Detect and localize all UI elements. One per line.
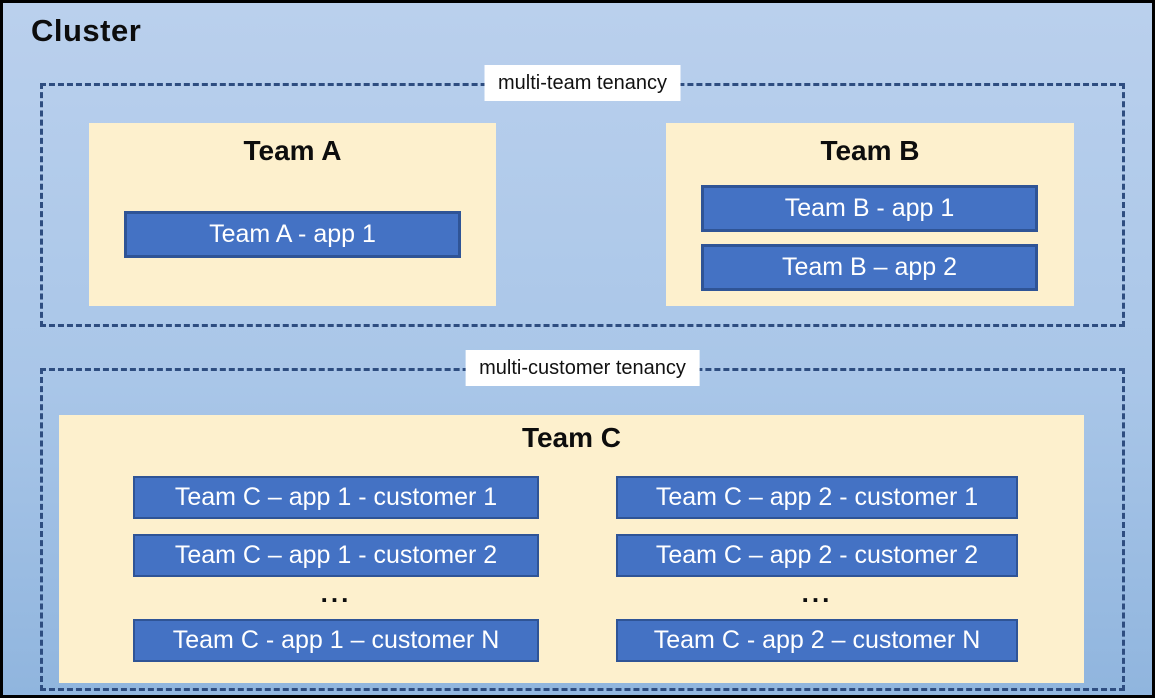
team-c-app-1-column: Team C – app 1 - customer 1 Team C – app… — [133, 476, 539, 663]
team-b-title: Team B — [820, 135, 920, 166]
team-c-app-2-customer-2-node: Team C – app 2 - customer 2 — [616, 534, 1018, 577]
team-c-app-2-customer-n-node: Team C - app 2 – customer N — [616, 619, 1018, 662]
team-c-app-1-customer-1-node: Team C – app 1 - customer 1 — [133, 476, 539, 519]
team-a-app-1-node: Team A - app 1 — [124, 211, 461, 258]
team-c-app-2-customer-1-node: Team C – app 2 - customer 1 — [616, 476, 1018, 519]
multi-customer-tenancy-group: multi-customer tenancy Team C Team C – a… — [40, 350, 1125, 691]
team-c-app-1-ellipsis: ... — [320, 578, 352, 608]
team-c-app-2-column: Team C – app 2 - customer 1 Team C – app… — [616, 476, 1018, 663]
team-a-box: Team A Team A - app 1 — [89, 123, 496, 306]
multi-team-tenancy-label: multi-team tenancy — [484, 65, 681, 101]
team-b-app-2-node: Team B – app 2 — [701, 244, 1038, 291]
team-b-app-1-node: Team B - app 1 — [701, 185, 1038, 232]
team-c-app-1-customer-2-node: Team C – app 1 - customer 2 — [133, 534, 539, 577]
team-c-app-1-customer-n-node: Team C - app 1 – customer N — [133, 619, 539, 662]
multi-team-tenancy-group: multi-team tenancy Team A Team A - app 1… — [40, 65, 1125, 327]
team-a-title: Team A — [243, 135, 342, 166]
multi-customer-tenancy-label: multi-customer tenancy — [465, 350, 700, 386]
cluster-title: Cluster — [31, 13, 142, 48]
team-c-box: Team C Team C – app 1 - customer 1 Team … — [59, 415, 1084, 683]
team-c-app-2-ellipsis: ... — [801, 578, 833, 608]
team-b-box: Team B Team B - app 1 Team B – app 2 — [666, 123, 1074, 306]
team-c-title: Team C — [521, 422, 622, 453]
